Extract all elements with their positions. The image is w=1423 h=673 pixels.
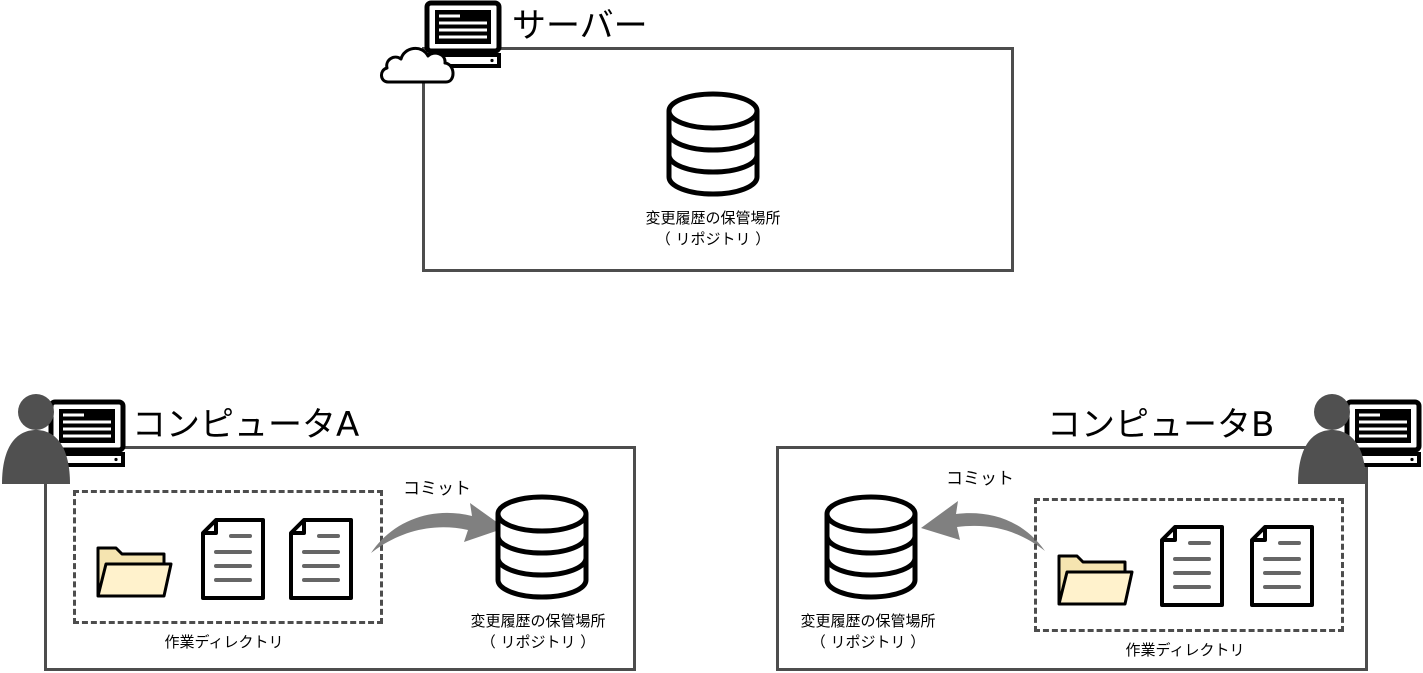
computer-a-repository-label: 変更履歴の保管場所 （ リポジトリ ） <box>428 611 648 653</box>
commit-arrow-icon <box>921 501 1045 551</box>
computer-a-title: コンピュータA <box>132 405 360 445</box>
document-icon <box>288 517 354 601</box>
server-title: サーバー <box>512 6 648 46</box>
database-icon <box>495 494 589 600</box>
server-repository-label: 変更履歴の保管場所 （ リポジトリ ） <box>603 208 823 250</box>
database-icon <box>824 494 918 600</box>
cloud-icon <box>378 40 458 86</box>
document-icon <box>1159 524 1225 608</box>
document-icon <box>200 517 266 601</box>
working-directory-label: 作業ディレクトリ <box>1125 641 1245 659</box>
computer-b-frame <box>776 446 1368 671</box>
repository-label-line2: （ リポジトリ ） <box>480 633 596 651</box>
document-icon <box>1249 524 1315 608</box>
computer-b-title: コンピュータB <box>1047 405 1275 445</box>
folder-icon <box>1055 550 1135 608</box>
computer-b-repository-label: 変更履歴の保管場所 （ リポジトリ ） <box>758 611 978 653</box>
working-directory-box <box>73 490 383 624</box>
repository-label-line1: 変更履歴の保管場所 <box>800 612 936 630</box>
commit-arrow-icon <box>371 503 505 553</box>
working-directory-box <box>1034 498 1344 632</box>
repository-label-line2: （ リポジトリ ） <box>655 230 771 248</box>
commit-label: コミット <box>946 469 1014 489</box>
computer-a-frame <box>44 446 636 671</box>
repository-label-line2: （ リポジトリ ） <box>810 633 926 651</box>
user-icon <box>2 392 70 484</box>
repository-label-line1: 変更履歴の保管場所 <box>470 612 606 630</box>
user-icon <box>1298 392 1366 484</box>
folder-icon <box>94 542 174 600</box>
repository-label-line1: 変更履歴の保管場所 <box>645 209 781 227</box>
database-icon <box>666 91 760 197</box>
working-directory-label: 作業ディレクトリ <box>164 633 284 651</box>
server-frame <box>422 47 1014 272</box>
commit-label: コミット <box>403 479 471 499</box>
